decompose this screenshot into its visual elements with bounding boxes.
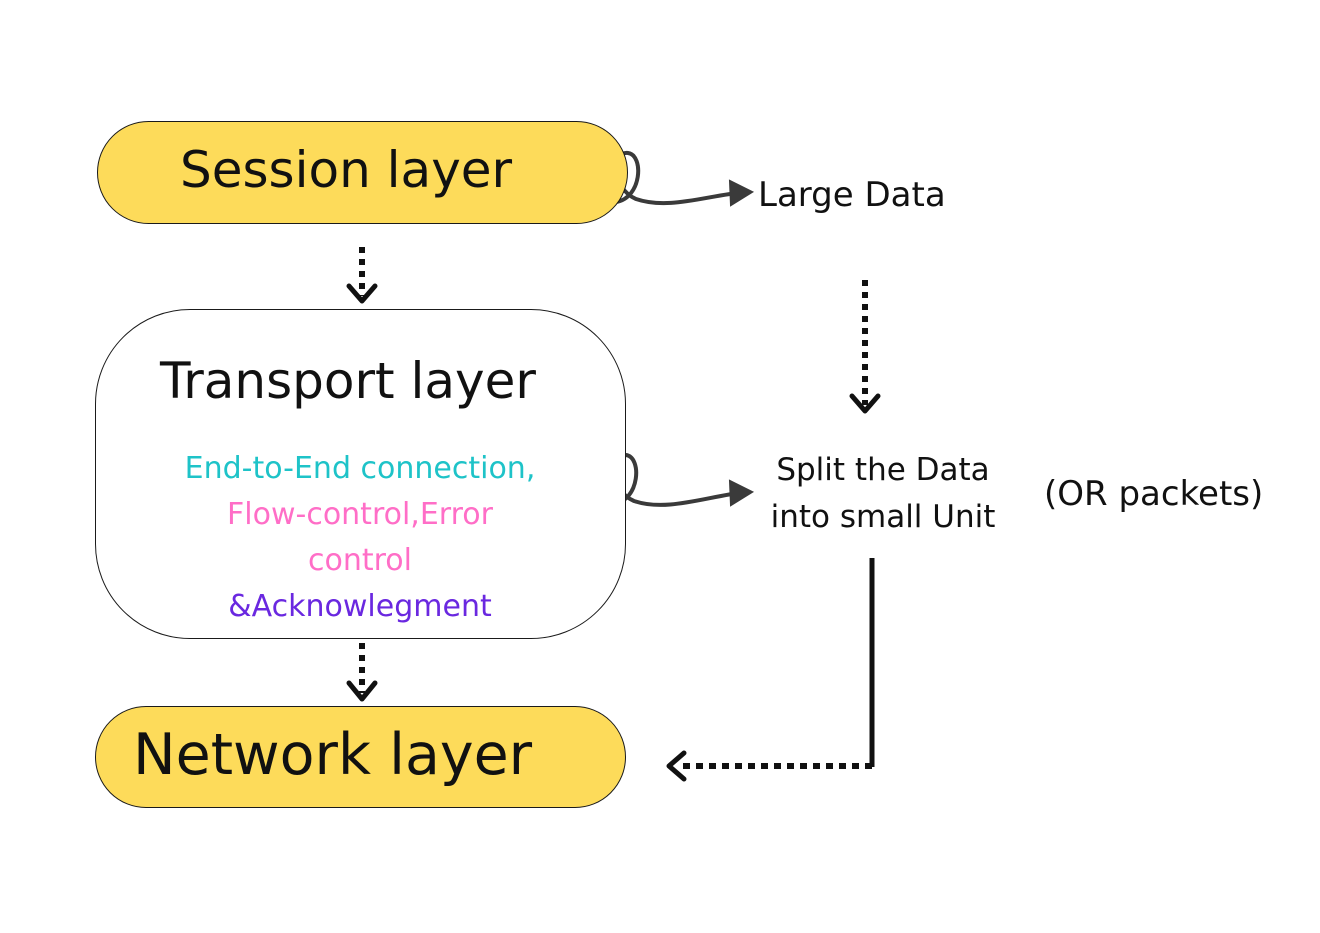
transport-layer-title: Transport layer (160, 352, 536, 410)
session-layer-box (97, 121, 628, 224)
transport-function-acknowledgment: &Acknowlegment (228, 589, 492, 624)
split-data-label-line-1: Split the Data (776, 452, 990, 488)
transport-layer-box (95, 309, 626, 639)
arrowhead-split-to-network (666, 750, 687, 782)
split-data-label-line-2: into small Unit (770, 499, 996, 535)
or-packets-label: (OR packets) (1044, 474, 1264, 514)
session-layer-title: Session layer (180, 141, 513, 199)
transport-function-flow-error: Flow-control,Error (227, 497, 493, 532)
arrowhead-large-data-to-split (849, 393, 881, 414)
large-data-label: Large Data (758, 175, 946, 215)
transport-function-control: control (308, 543, 412, 578)
arrowhead-transport-to-network (346, 680, 378, 702)
arrowhead-session-to-transport (346, 283, 378, 304)
network-layer-box (95, 706, 626, 808)
network-layer-title: Network layer (133, 722, 533, 788)
transport-function-end-to-end: End-to-End connection, (184, 451, 536, 486)
